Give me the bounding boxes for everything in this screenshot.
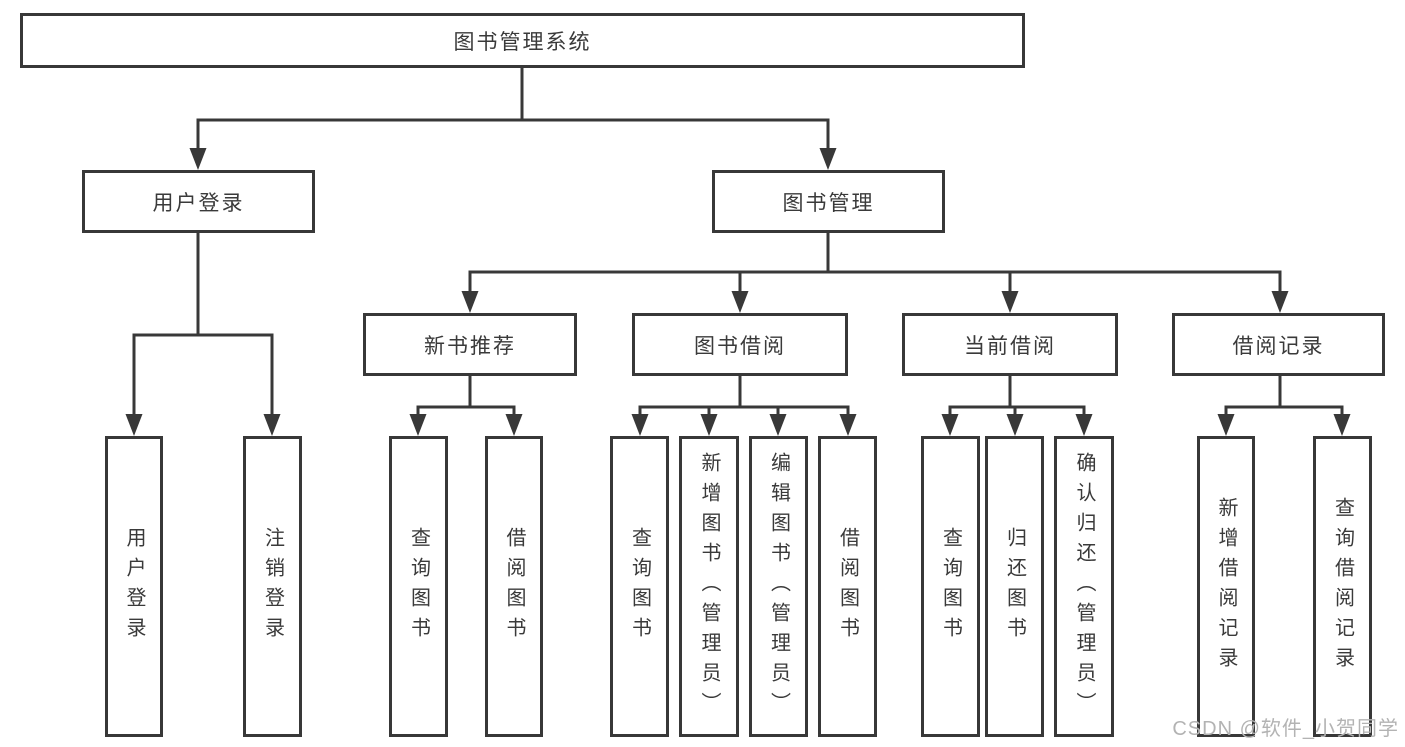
leaf-borrow-books-recommend: 借阅图书 bbox=[485, 436, 543, 737]
node-book-management: 图书管理 bbox=[712, 170, 945, 233]
leaf-add-books-admin: 新增图书（管理员） bbox=[679, 436, 739, 737]
leaf-query-books-borrow: 查询图书 bbox=[610, 436, 669, 737]
node-label: 借阅记录 bbox=[1232, 334, 1325, 358]
node-label: 新增借阅记录 bbox=[1215, 496, 1237, 677]
leaf-confirm-return-admin: 确认归还（管理员） bbox=[1054, 436, 1114, 737]
node-label: 注销登录 bbox=[261, 526, 284, 647]
leaf-add-borrow-record: 新增借阅记录 bbox=[1197, 436, 1255, 737]
leaf-logout: 注销登录 bbox=[243, 436, 302, 737]
node-label: 新书推荐 bbox=[424, 334, 516, 358]
node-user-login: 用户登录 bbox=[82, 170, 315, 233]
node-label: 确认归还（管理员） bbox=[1073, 451, 1095, 722]
node-label: 查询图书 bbox=[628, 526, 651, 647]
arrowheads bbox=[125, 148, 1351, 436]
node-label: 查询图书 bbox=[939, 526, 962, 647]
node-label: 当前借阅 bbox=[964, 334, 1056, 358]
node-label: 图书管理系统 bbox=[453, 30, 592, 54]
node-label: 归还图书 bbox=[1003, 526, 1026, 647]
node-label: 用户登录 bbox=[152, 191, 245, 215]
leaf-return-books: 归还图书 bbox=[985, 436, 1044, 737]
node-label: 图书管理 bbox=[782, 191, 875, 215]
node-library-management-system: 图书管理系统 bbox=[20, 13, 1025, 68]
leaf-query-books-current: 查询图书 bbox=[921, 436, 980, 737]
node-label: 查询借阅记录 bbox=[1331, 496, 1354, 677]
node-new-book-recommend: 新书推荐 bbox=[363, 313, 577, 376]
leaf-query-borrow-record: 查询借阅记录 bbox=[1313, 436, 1372, 737]
node-label: 借阅图书 bbox=[836, 526, 859, 647]
node-borrow-records: 借阅记录 bbox=[1172, 313, 1385, 376]
csdn-watermark: CSDN @软件_小贺同学 bbox=[1172, 718, 1399, 740]
leaf-user-login: 用户登录 bbox=[105, 436, 163, 737]
leaf-borrow-books: 借阅图书 bbox=[818, 436, 877, 737]
leaf-query-books-recommend: 查询图书 bbox=[389, 436, 448, 737]
node-label: 编辑图书（管理员） bbox=[767, 451, 790, 722]
node-label: 用户登录 bbox=[123, 526, 145, 647]
leaf-edit-books-admin: 编辑图书（管理员） bbox=[749, 436, 808, 737]
node-label: 图书借阅 bbox=[694, 334, 786, 358]
node-label: 查询图书 bbox=[407, 526, 430, 647]
node-current-borrow: 当前借阅 bbox=[902, 313, 1118, 376]
node-label: 新增图书（管理员） bbox=[698, 451, 720, 722]
node-label: 借阅图书 bbox=[503, 526, 525, 647]
node-book-borrow: 图书借阅 bbox=[632, 313, 848, 376]
